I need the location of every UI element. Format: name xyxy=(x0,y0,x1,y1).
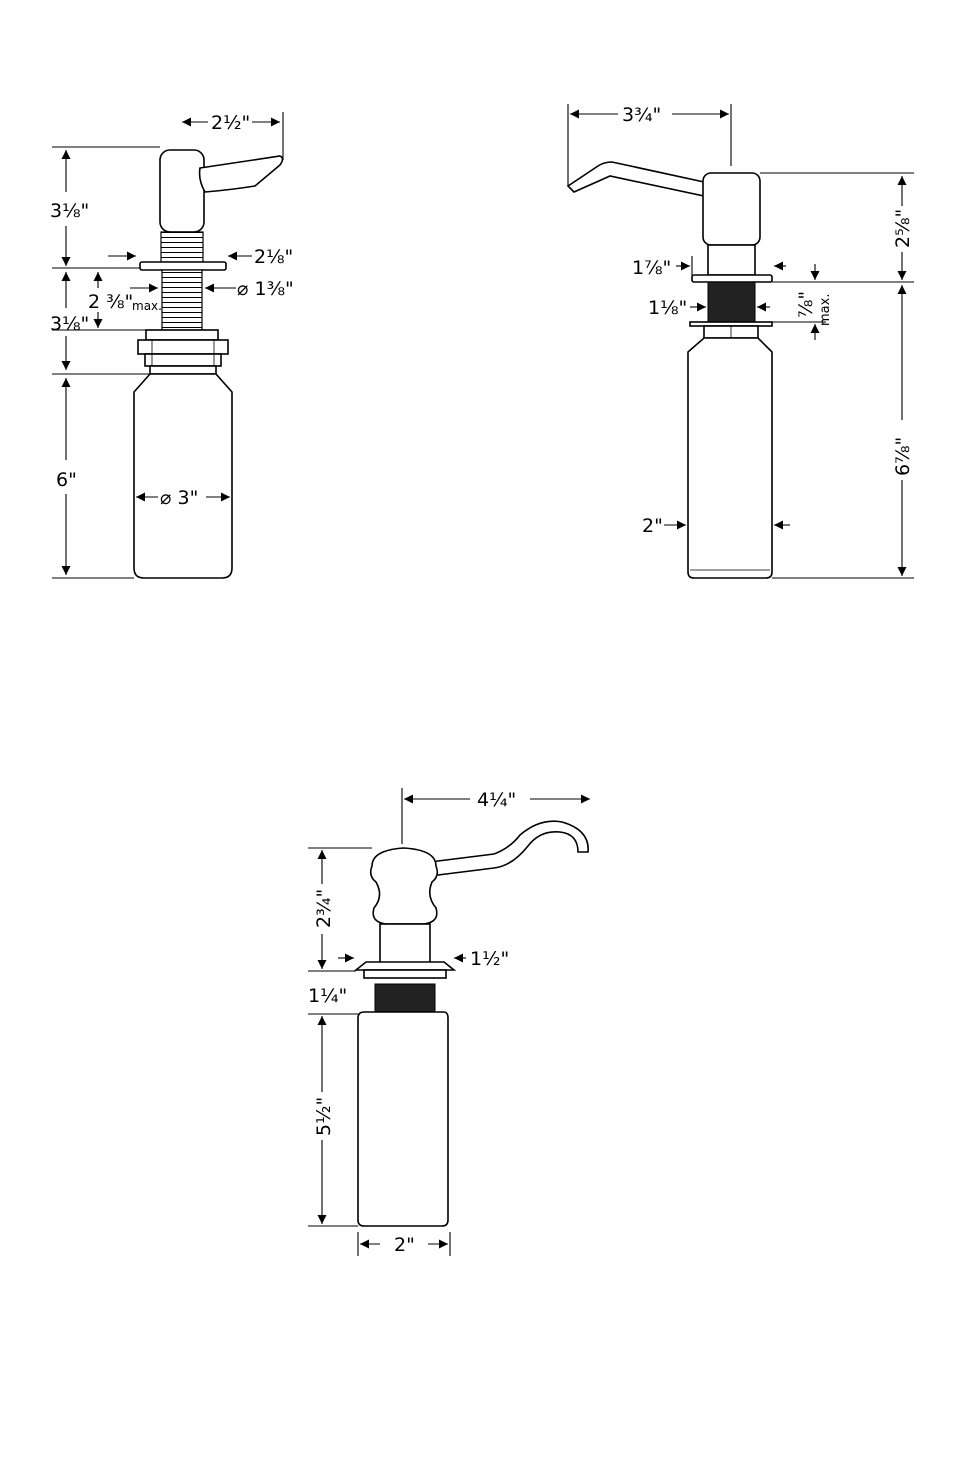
dim-b-flange-dia: 1⅞" xyxy=(632,257,671,279)
shank-lower-a xyxy=(162,270,202,330)
dim-c-bottle-height: 5½" xyxy=(313,1097,335,1136)
pump-head-a xyxy=(160,150,204,232)
dim-a-deck-thickness: 2 ⅜" xyxy=(88,291,133,313)
dim-a-deck-max: max. xyxy=(132,299,162,313)
shank-c xyxy=(375,984,435,1012)
spout-b xyxy=(568,162,704,196)
flange-c xyxy=(356,962,454,970)
dim-c-bottle-dia: 2" xyxy=(394,1234,415,1256)
dispenser-a: 2½" 3⅛" 2⅛" ⌀ 1⅜" 2 ⅜" max. 3⅛" 6" xyxy=(50,112,294,578)
dispenser-c: 4¼" 2¾" 1½" 1¼" 5½" 2" xyxy=(308,788,590,1256)
pump-head-c xyxy=(371,848,438,924)
bottle-a xyxy=(134,374,232,578)
nut-lower-a xyxy=(145,354,221,366)
dim-a-bottle-dia: ⌀ 3" xyxy=(160,487,198,509)
dim-a-shank-length: 3⅛" xyxy=(50,313,89,335)
dim-b-head-height: 2⅝" xyxy=(892,209,914,248)
dim-b-deck-max: max. xyxy=(818,294,833,326)
spout-a xyxy=(200,156,283,192)
washer-a xyxy=(146,330,218,340)
dim-c-flange-dia: 1½" xyxy=(470,948,509,970)
dim-c-spout-reach: 4¼" xyxy=(477,789,516,811)
dim-b-shank-dia: 1⅛" xyxy=(648,297,687,319)
pump-head-b xyxy=(703,173,760,245)
dim-a-shank-dia: ⌀ 1⅜" xyxy=(237,278,294,300)
shank-upper-a xyxy=(161,232,203,262)
dim-c-head-height: 2¾" xyxy=(313,889,335,928)
dim-b-spout-reach: 3¾" xyxy=(622,104,661,126)
bottle-neck-a xyxy=(150,366,216,374)
bottle-c xyxy=(358,1012,448,1226)
dim-a-flange-dia: 2⅛" xyxy=(254,246,293,268)
flange-base-c xyxy=(364,970,446,978)
nut-a xyxy=(138,340,228,354)
flange-b xyxy=(692,275,772,282)
dim-b-bottle-dia: 2" xyxy=(642,515,663,537)
stem-c xyxy=(380,924,430,964)
stem-b xyxy=(708,245,755,275)
bottle-b xyxy=(688,338,772,578)
spout-c xyxy=(430,821,588,876)
dispenser-b: 3¾" 2⅝" 6⅞" 1⅞" 1⅛" ⅞" max. 2" xyxy=(568,104,914,578)
flange-a xyxy=(140,262,226,270)
dim-a-bottle-height: 6" xyxy=(56,469,77,491)
dim-a-spout-reach: 2½" xyxy=(211,112,250,134)
shank-b xyxy=(708,282,755,322)
dim-b-bottle-height: 6⅞" xyxy=(892,437,914,476)
dim-c-shank-dia: 1¼" xyxy=(308,985,347,1007)
dim-a-head-height: 3⅛" xyxy=(50,200,89,222)
dim-b-deck-thickness: ⅞" xyxy=(795,291,817,318)
